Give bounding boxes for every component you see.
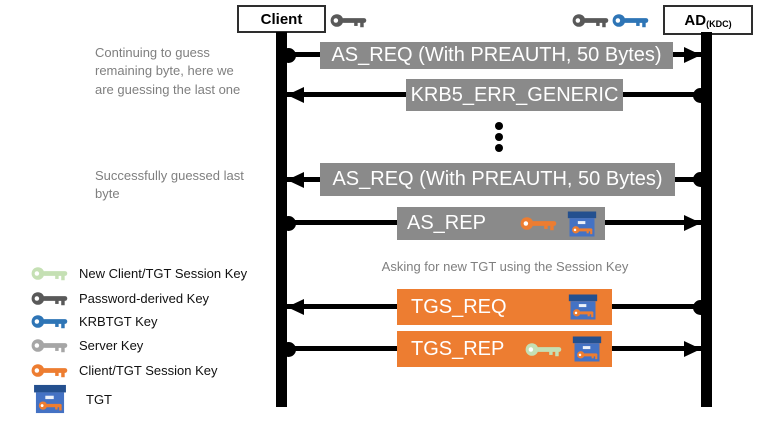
message-origin-dot [281,48,296,63]
message-label: KRB5_ERR_GENERIC [410,83,619,106]
message-label: TGS_REQ [411,295,507,318]
annotation-success: Successfully guessed last byte [95,168,244,202]
client-tgt-session-key-icon [31,364,68,378]
legend-item-session-key: Client/TGT Session Key [30,361,217,380]
legend-item-label: New Client/TGT Session Key [79,266,248,281]
krbtgt-key-icon [612,14,649,28]
tgt-icon [567,211,597,236]
legend-item-new-session-key: New Client/TGT Session Key [30,264,247,283]
message-as-req-2-box: AS_REQ (With PREAUTH, 50 Bytes) [320,163,675,196]
annotation-asking: Asking for new TGT using the Session Key [381,259,629,274]
message-origin-dot [693,172,708,187]
password-derived-key-icon [572,14,609,28]
client-actor-label: Client [260,10,303,28]
message-as-rep-box: AS_REP [397,207,605,240]
legend-item-krbtgt-key: KRBTGT Key [30,312,158,331]
legend-item-label: TGT [86,391,112,407]
ad-lifeline [701,32,712,407]
ellipsis-dot [495,133,503,141]
annotation-guessing: Continuing to guess remaining byte, here… [95,45,241,97]
new-client-tgt-session-key-icon [31,267,68,281]
tgt-icon [34,384,66,414]
arrowhead-right-icon [684,215,701,231]
tgt-icon [568,294,598,320]
message-origin-dot [281,216,296,231]
client-tgt-session-key-icon [520,217,557,231]
password-derived-key-icon [330,14,367,28]
legend-item-label: Password-derived Key [79,291,210,306]
message-label: TGS_REP [411,337,505,360]
legend-item-label: Server Key [79,338,144,353]
message-tgs-rep-box: TGS_REP [397,331,612,367]
new-client-tgt-session-key-icon [525,342,562,356]
message-origin-dot [693,300,708,315]
message-label: AS_REP [407,212,486,234]
krbtgt-key-icon [31,315,68,329]
legend-item-password-key: Password-derived Key [30,289,209,308]
arrowhead-left-icon [287,87,304,103]
arrowhead-right-icon [684,341,701,357]
tgt-icon [572,336,602,362]
arrowhead-left-icon [287,299,304,315]
message-as-req-1-box: AS_REQ (With PREAUTH, 50 Bytes) [320,42,673,69]
arrowhead-left-icon [287,172,304,188]
password-derived-key-icon [31,292,68,306]
message-origin-dot [281,342,296,357]
message-label: AS_REQ (With PREAUTH, 50 Bytes) [332,168,663,190]
ad-actor-sublabel: (KDC) [706,19,732,29]
message-label: AS_REQ (With PREAUTH, 50 Bytes) [331,44,662,66]
legend-item-server-key: Server Key [30,336,143,355]
message-tgs-req-box: TGS_REQ [397,289,612,325]
arrowhead-right-icon [684,47,701,63]
legend-item-label: Client/TGT Session Key [79,363,218,378]
ellipsis-dot [495,122,503,130]
ad-actor-label: AD [684,11,707,29]
legend-item-tgt: TGT [32,384,112,414]
client-actor-box: Client [237,5,326,33]
ad-actor-box: AD(KDC) [663,5,753,35]
message-origin-dot [693,88,708,103]
ellipsis-dot [495,144,503,152]
message-krb5-err-box: KRB5_ERR_GENERIC [406,79,623,111]
legend-item-label: KRBTGT Key [79,314,158,329]
server-key-icon [31,339,68,353]
